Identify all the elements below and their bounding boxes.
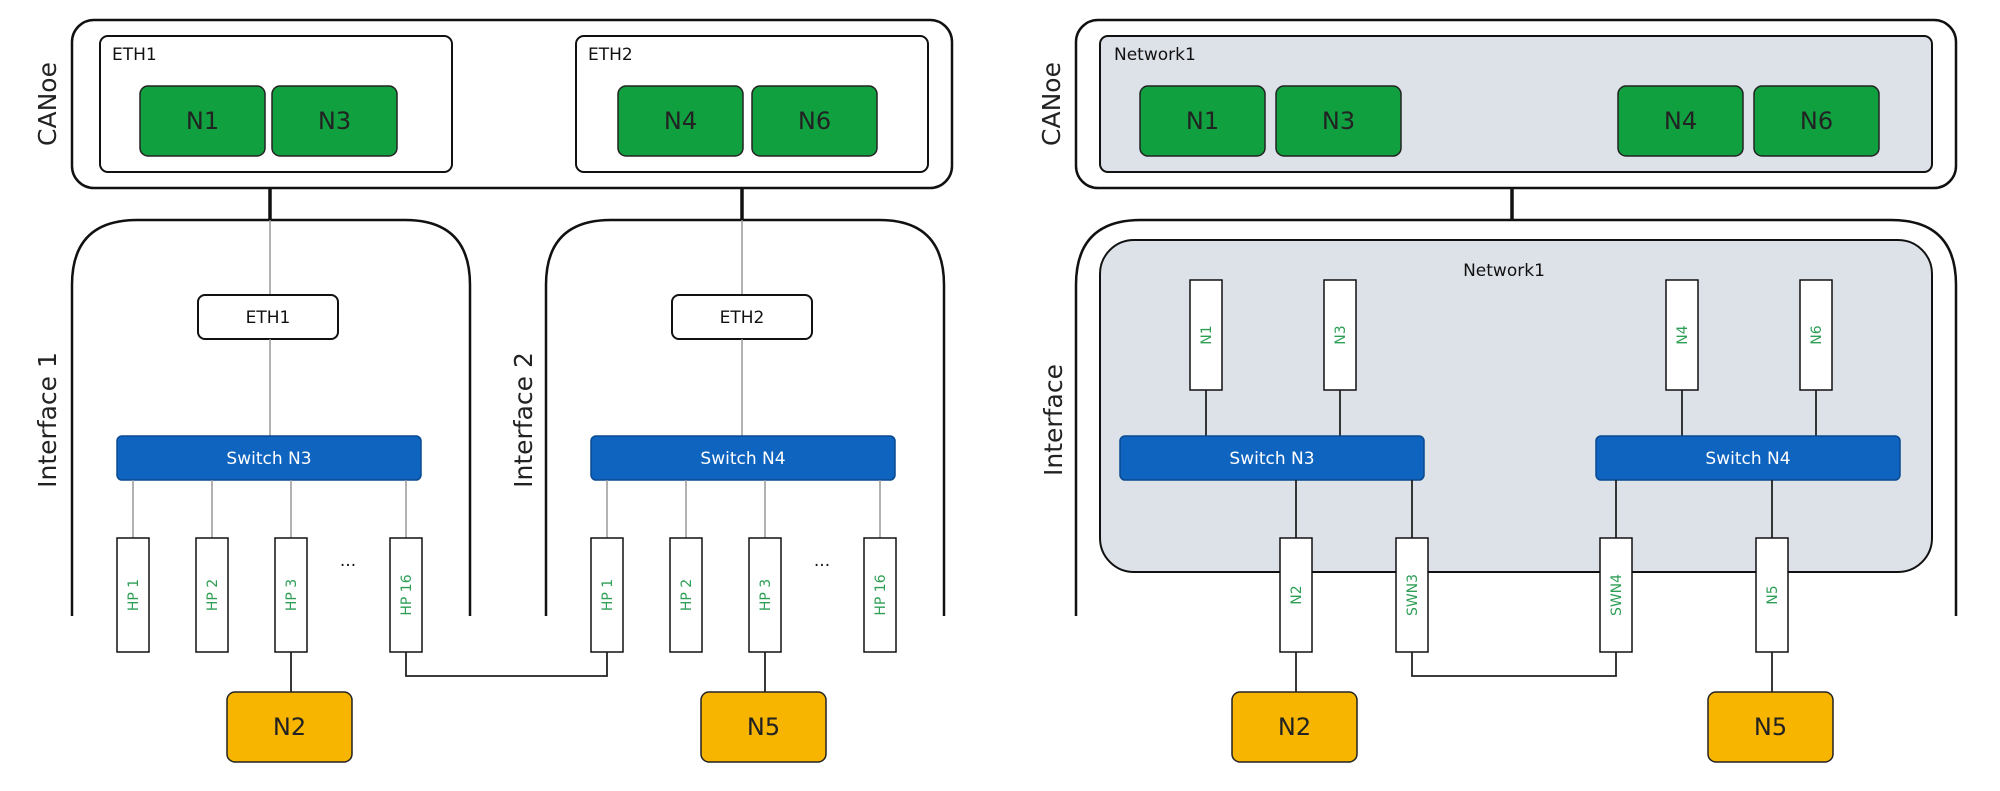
left-eth2-group-label: ETH2 [588,45,633,65]
left-if2-port-hp1-label: HP 1 [600,579,616,611]
left-if2-port-hp3-label: HP 3 [758,579,774,611]
left-if2-port-hp3 [748,537,782,653]
left-node-n5 [700,691,827,763]
left-interface1-box [70,218,472,616]
right-node-n3-label: N3 [1322,107,1355,135]
right-inner-network-label: Network1 [1463,261,1545,281]
left-interface2-box [544,218,946,616]
left-eth1-group-label: ETH1 [112,45,157,65]
left-if1-switch [116,435,422,481]
left-node-n6-label: N6 [798,107,831,135]
left-node-n3 [271,85,398,157]
right-node-n3 [1275,85,1402,157]
left-if1-port-hp1-label: HP 1 [126,579,142,611]
left-interface1-label: Interface 1 [33,352,62,488]
right-vnode-n6-label: N6 [1809,325,1825,344]
right-vnode-n1-label: N1 [1199,325,1215,344]
right-canoe-label: CANoe [1037,62,1066,146]
right-node-n2 [1231,691,1358,763]
right-node-n4-label: N4 [1664,107,1697,135]
right-node-n5-label: N5 [1754,713,1787,741]
left-if2-port-hp1 [590,537,624,653]
right-swn3-swn4-link [1411,652,1617,677]
left-if2-ellipsis: ... [814,551,830,571]
right-switch-n4 [1595,435,1901,481]
right-interface-label: Interface [1039,364,1068,476]
left-if1-eth-box [197,294,339,340]
right-node-n6-label: N6 [1800,107,1833,135]
left-canoe-label: CANoe [33,62,62,146]
right-port-n2 [1279,537,1313,653]
right-inner-network [1099,239,1933,573]
right-port-swn3 [1395,537,1429,653]
right-switch-n3 [1119,435,1425,481]
left-if1-eth-label: ETH1 [246,308,291,328]
left-if2-switch [590,435,896,481]
right-port-swn4-label: SWN4 [1609,574,1625,616]
right-switch-n3-label: Switch N3 [1229,449,1314,469]
left-if1-port-hp2 [195,537,229,653]
left-hp16-hp1-link [405,652,608,677]
right-node-n1-label: N1 [1186,107,1219,135]
left-if1-ellipsis: ... [340,551,356,571]
right-diagram: CANoe Network1 N1 N3 N4 N6 Interface Net… [1037,18,1958,763]
right-switch-n4-label: Switch N4 [1705,449,1790,469]
left-if1-port-hp2-label: HP 2 [205,579,221,611]
right-vnode-n3 [1323,279,1357,391]
right-vnode-n3-label: N3 [1333,325,1349,344]
left-if2-port-hp2 [669,537,703,653]
left-if2-port-hp16-label: HP 16 [873,574,889,615]
right-port-swn4 [1599,537,1633,653]
right-port-n5-label: N5 [1765,585,1781,604]
right-network-label: Network1 [1114,45,1196,65]
left-node-n3-label: N3 [318,107,351,135]
left-node-n1-label: N1 [186,107,219,135]
left-if2-port-hp2-label: HP 2 [679,579,695,611]
left-if2-eth-label: ETH2 [720,308,765,328]
left-if1-port-hp16 [389,537,423,653]
right-node-n1 [1139,85,1266,157]
left-node-n2 [226,691,353,763]
left-if1-port-hp3-label: HP 3 [284,579,300,611]
left-node-n4 [617,85,744,157]
left-if1-port-hp1 [116,537,150,653]
left-if1-switch-label: Switch N3 [226,449,311,469]
left-node-n1 [139,85,266,157]
right-node-n2-label: N2 [1278,713,1311,741]
right-node-n5 [1707,691,1834,763]
right-vnode-n1 [1189,279,1223,391]
right-vnode-n4-label: N4 [1675,325,1691,344]
left-if1-port-hp16-label: HP 16 [399,574,415,615]
right-vnode-n6 [1799,279,1833,391]
left-node-n2-label: N2 [273,713,306,741]
left-if2-port-hp16 [863,537,897,653]
left-diagram: CANoe ETH1 N1 N3 ETH2 N4 N6 Interface 1 … [33,18,954,763]
left-node-n6 [751,85,878,157]
right-port-n2-label: N2 [1289,585,1305,604]
left-if2-switch-label: Switch N4 [700,449,785,469]
right-node-n6 [1753,85,1880,157]
right-node-n4 [1617,85,1744,157]
left-node-n5-label: N5 [747,713,780,741]
left-interface2-label: Interface 2 [509,352,538,488]
left-node-n4-label: N4 [664,107,697,135]
right-port-swn3-label: SWN3 [1405,574,1421,616]
